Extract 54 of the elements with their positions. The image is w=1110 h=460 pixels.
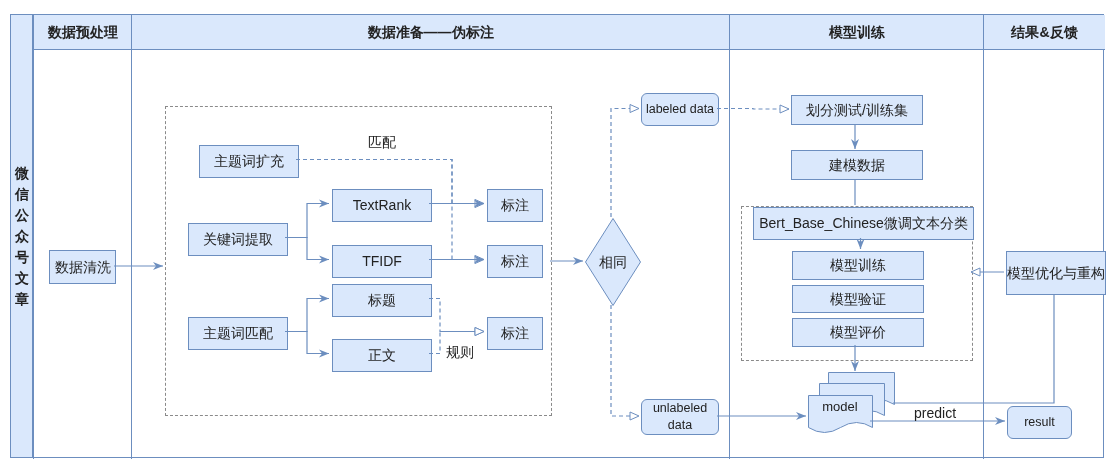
connector-line (892, 293, 1055, 404)
swimlane-column (131, 15, 729, 459)
data-box: unlabeled data (641, 399, 719, 435)
process-box: 关键词提取 (188, 223, 288, 256)
process-box: 模型评价 (792, 318, 924, 347)
column-title: 数据预处理 (46, 23, 119, 41)
swimlane-pool (10, 14, 1104, 458)
arrow (970, 267, 1005, 277)
process-box: TextRank (332, 189, 432, 222)
arrow (113, 262, 164, 270)
process-box: 标注 (487, 245, 543, 278)
lane-title: 微信公众号文章 (11, 15, 33, 457)
swimlane-column (729, 15, 983, 459)
process-box: 建模数据 (791, 150, 923, 180)
column-title: 模型训练 (827, 23, 886, 41)
edge-label: 匹配 (368, 134, 396, 152)
process-box: 模型优化与重构 (1006, 251, 1106, 295)
process-box: 标注 (487, 317, 543, 350)
column-title: 数据准备——伪标注 (366, 23, 495, 41)
edge-label: 规则 (446, 344, 474, 362)
process-box: 标注 (487, 189, 543, 222)
dashed-group-box (165, 106, 552, 416)
arrow (716, 104, 790, 114)
arrow (610, 304, 640, 421)
process-box: 数据清洗 (49, 250, 116, 284)
arrow (610, 104, 640, 218)
arrow (716, 412, 807, 420)
process-box: 模型训练 (792, 251, 924, 280)
document-stack: model (808, 372, 895, 436)
arrow (428, 255, 485, 264)
arrow (549, 257, 584, 265)
arrow (428, 199, 485, 208)
dashed-group-box (741, 206, 973, 361)
arrow (851, 344, 859, 372)
data-box: labeled data (641, 93, 719, 126)
process-box: 正文 (332, 339, 432, 372)
decision-diamond: 相同 (585, 218, 641, 306)
process-box: 模型验证 (792, 285, 924, 313)
arrow (856, 237, 865, 250)
arrow (428, 327, 485, 355)
process-box: 主题词扩充 (199, 145, 299, 178)
process-box: 划分测试/训练集 (791, 95, 923, 125)
swimlane-column (983, 15, 1105, 459)
connector-line (854, 178, 856, 206)
swimlane-column (33, 15, 131, 459)
process-box: 主题词匹配 (188, 317, 288, 350)
edge-label: predict (914, 405, 957, 421)
column-title: 结果&反馈 (1010, 23, 1079, 41)
data-box: result (1007, 406, 1072, 439)
process-box: TFIDF (332, 245, 432, 278)
arrow (851, 123, 859, 150)
process-box: Bert_Base_Chinese微调文本分类 (753, 207, 974, 240)
arrow (869, 417, 1006, 425)
process-box: 标题 (332, 284, 432, 317)
